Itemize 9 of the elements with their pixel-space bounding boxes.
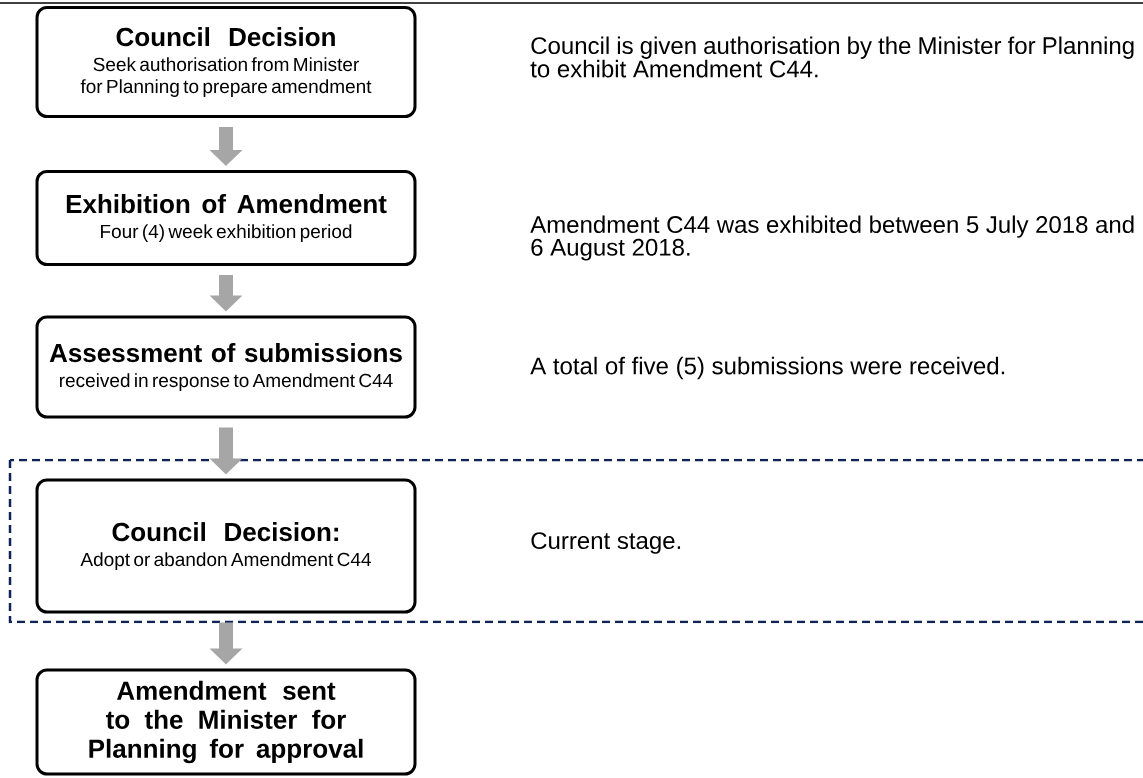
process-box: Amendment sent to the Minister for Planning for approval <box>35 668 417 776</box>
process-box: Assessment of submissions received in response to Amendment C44 <box>35 315 417 419</box>
process-box: Exhibition of Amendment Four (4) week exhibition period <box>35 170 417 266</box>
process-box: Council Decision Seek authorisation from Minister for Planning to prepare amendment <box>35 6 417 118</box>
process-box: Council Decision: Adopt or abandon Amendment C44 <box>35 478 417 614</box>
side-note: Current stage. <box>531 532 681 554</box>
side-note: Amendment C44 was exhibited between 5 July 2018 and 6 August 2018. <box>530 215 1134 261</box>
side-note: Council is given authorisation by the Minister for Planning to exhibit Amendment C44. <box>530 36 1134 78</box>
side-note: A total of five (5) submissions were received. <box>530 356 1005 380</box>
